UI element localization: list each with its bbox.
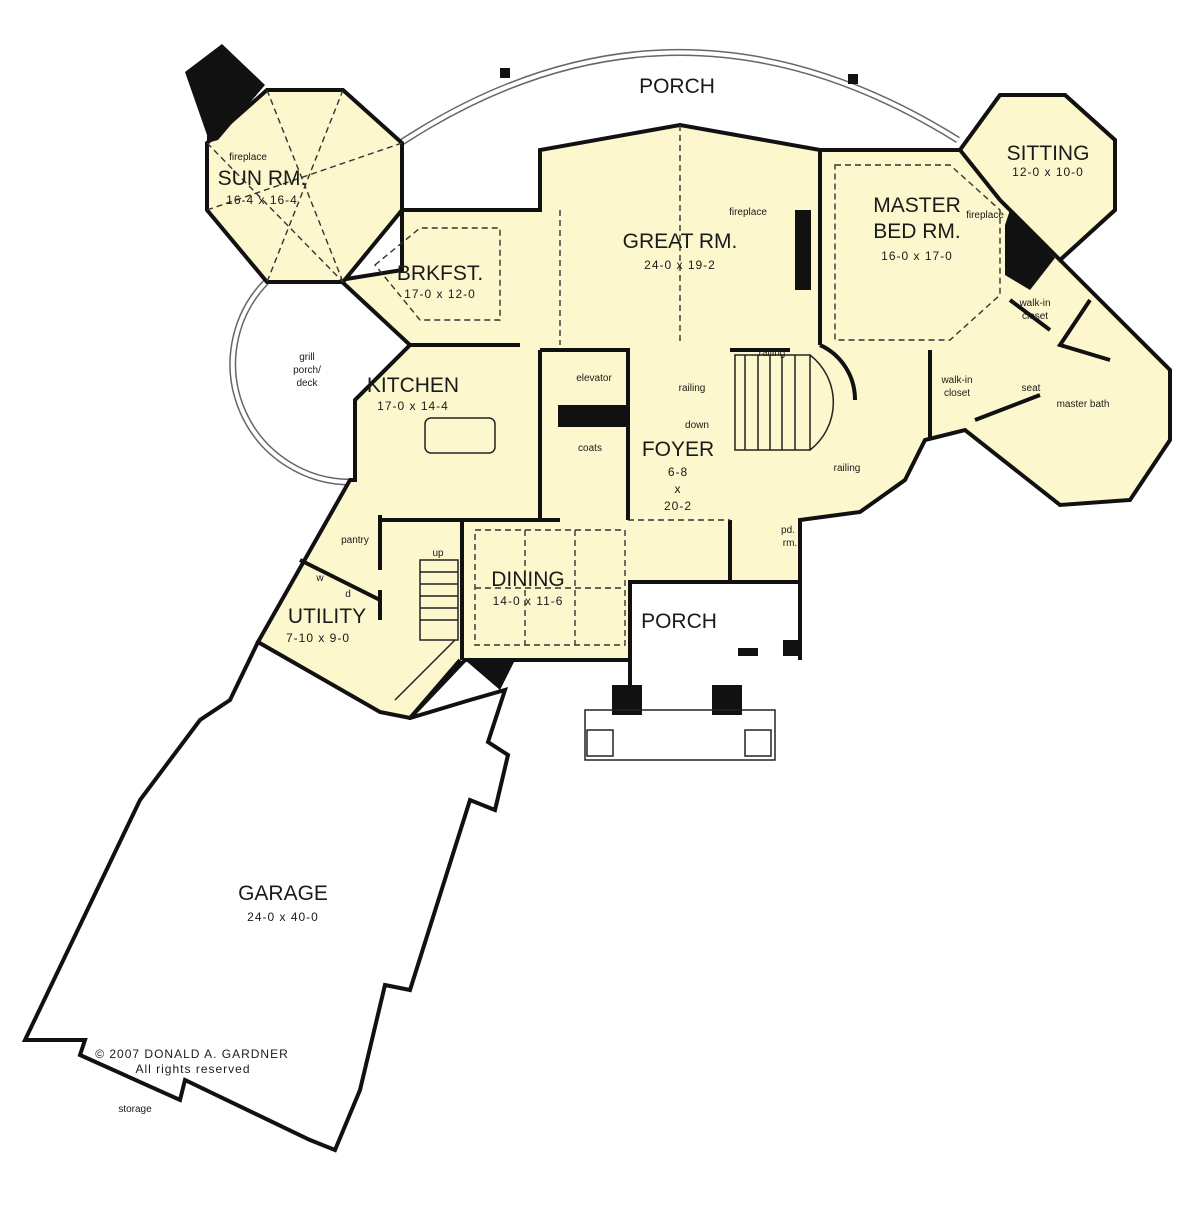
- sitting-dims: 12-0 x 10-0: [1012, 165, 1084, 179]
- interior-walls: [299, 150, 1111, 720]
- dashed-ceiling-lines: [206, 89, 1001, 646]
- master-bed-label-2: BED RM.: [873, 220, 961, 243]
- foyer-label: FOYER: [642, 438, 714, 461]
- great-room-fireplace: [795, 210, 811, 290]
- master-fireplace-label: fireplace: [966, 210, 1004, 221]
- sun-room-fireplace-label: fireplace: [229, 152, 267, 163]
- walk-in-closet-2-label-1: walk-in: [940, 375, 972, 386]
- kitchen-dims: 17-0 x 14-4: [377, 399, 449, 413]
- front-porch-label: PORCH: [641, 610, 717, 633]
- grill-porch-label-3: deck: [296, 378, 318, 389]
- breakfast-label: BRKFST.: [397, 262, 483, 285]
- sitting-label: SITTING: [1007, 142, 1090, 165]
- kitchen-island: [424, 417, 496, 454]
- breakfast-dims: 17-0 x 12-0: [404, 287, 476, 301]
- dining-dims: 14-0 x 11-6: [493, 594, 564, 608]
- stairs: [394, 354, 835, 701]
- utility-washer-label: w: [315, 573, 324, 584]
- garage-area: [21, 639, 511, 1153]
- great-room-fireplace-label: fireplace: [729, 207, 767, 218]
- copyright-line-1: © 2007 DONALD A. GARDNER: [95, 1047, 289, 1061]
- foyer-dim-x: x: [675, 482, 682, 496]
- foyer-dim-2: 20-2: [664, 499, 692, 513]
- garage-label: GARAGE: [238, 882, 328, 905]
- kitchen-label: KITCHEN: [367, 374, 459, 397]
- stairs-down-label: down: [685, 420, 709, 431]
- utility-dryer-label: d: [345, 589, 351, 600]
- utility-label: UTILITY: [288, 605, 366, 628]
- pantry-label: pantry: [341, 535, 369, 546]
- rear-porch-arc: [388, 49, 960, 153]
- master-bath-label: master bath: [1057, 399, 1110, 410]
- walk-in-closet-1-label-1: walk-in: [1018, 298, 1050, 309]
- walk-in-closet-1-label-2: closet: [1022, 311, 1048, 322]
- powder-room-label-1: pd.: [781, 525, 795, 536]
- front-porch: [584, 582, 802, 761]
- master-bed-dims: 16-0 x 17-0: [881, 249, 953, 263]
- utility-dims: 7-10 x 9-0: [286, 631, 350, 645]
- master-bed-label-1: MASTER: [873, 194, 961, 217]
- dining-label: DINING: [491, 568, 565, 591]
- railing-left-label: railing: [679, 383, 706, 394]
- master-bath-seat-label: seat: [1022, 383, 1041, 394]
- great-room-dims: 24-0 x 19-2: [644, 258, 716, 272]
- garage-dims: 24-0 x 40-0: [247, 910, 319, 924]
- sun-room-dims: 16-4 x 16-4: [226, 193, 298, 207]
- powder-room-label-2: rm.: [783, 538, 797, 549]
- sun-room-fireplace: [185, 44, 265, 143]
- foyer-dim-1: 6-8: [668, 465, 688, 479]
- master-fireplace: [1005, 210, 1055, 290]
- elevator-label: elevator: [576, 373, 612, 384]
- walk-in-closet-2-label-2: closet: [944, 388, 970, 399]
- copyright-line-2: All rights reserved: [135, 1062, 250, 1076]
- great-room-label: GREAT RM.: [623, 230, 738, 253]
- grill-porch-label-1: grill: [299, 352, 315, 363]
- rear-porch-label: PORCH: [639, 75, 715, 98]
- coats-label: coats: [578, 443, 602, 454]
- railing-right-label: railing: [834, 463, 861, 474]
- storage-label: storage: [118, 1104, 152, 1115]
- sun-room-label: SUN RM.: [218, 167, 307, 190]
- stairs-up-label: up: [432, 548, 444, 559]
- railing-top-label: railing: [759, 348, 786, 359]
- grill-porch-label-2: porch/: [293, 365, 321, 376]
- sitting-area: [957, 93, 1117, 263]
- grill-porch-arc: [229, 279, 356, 486]
